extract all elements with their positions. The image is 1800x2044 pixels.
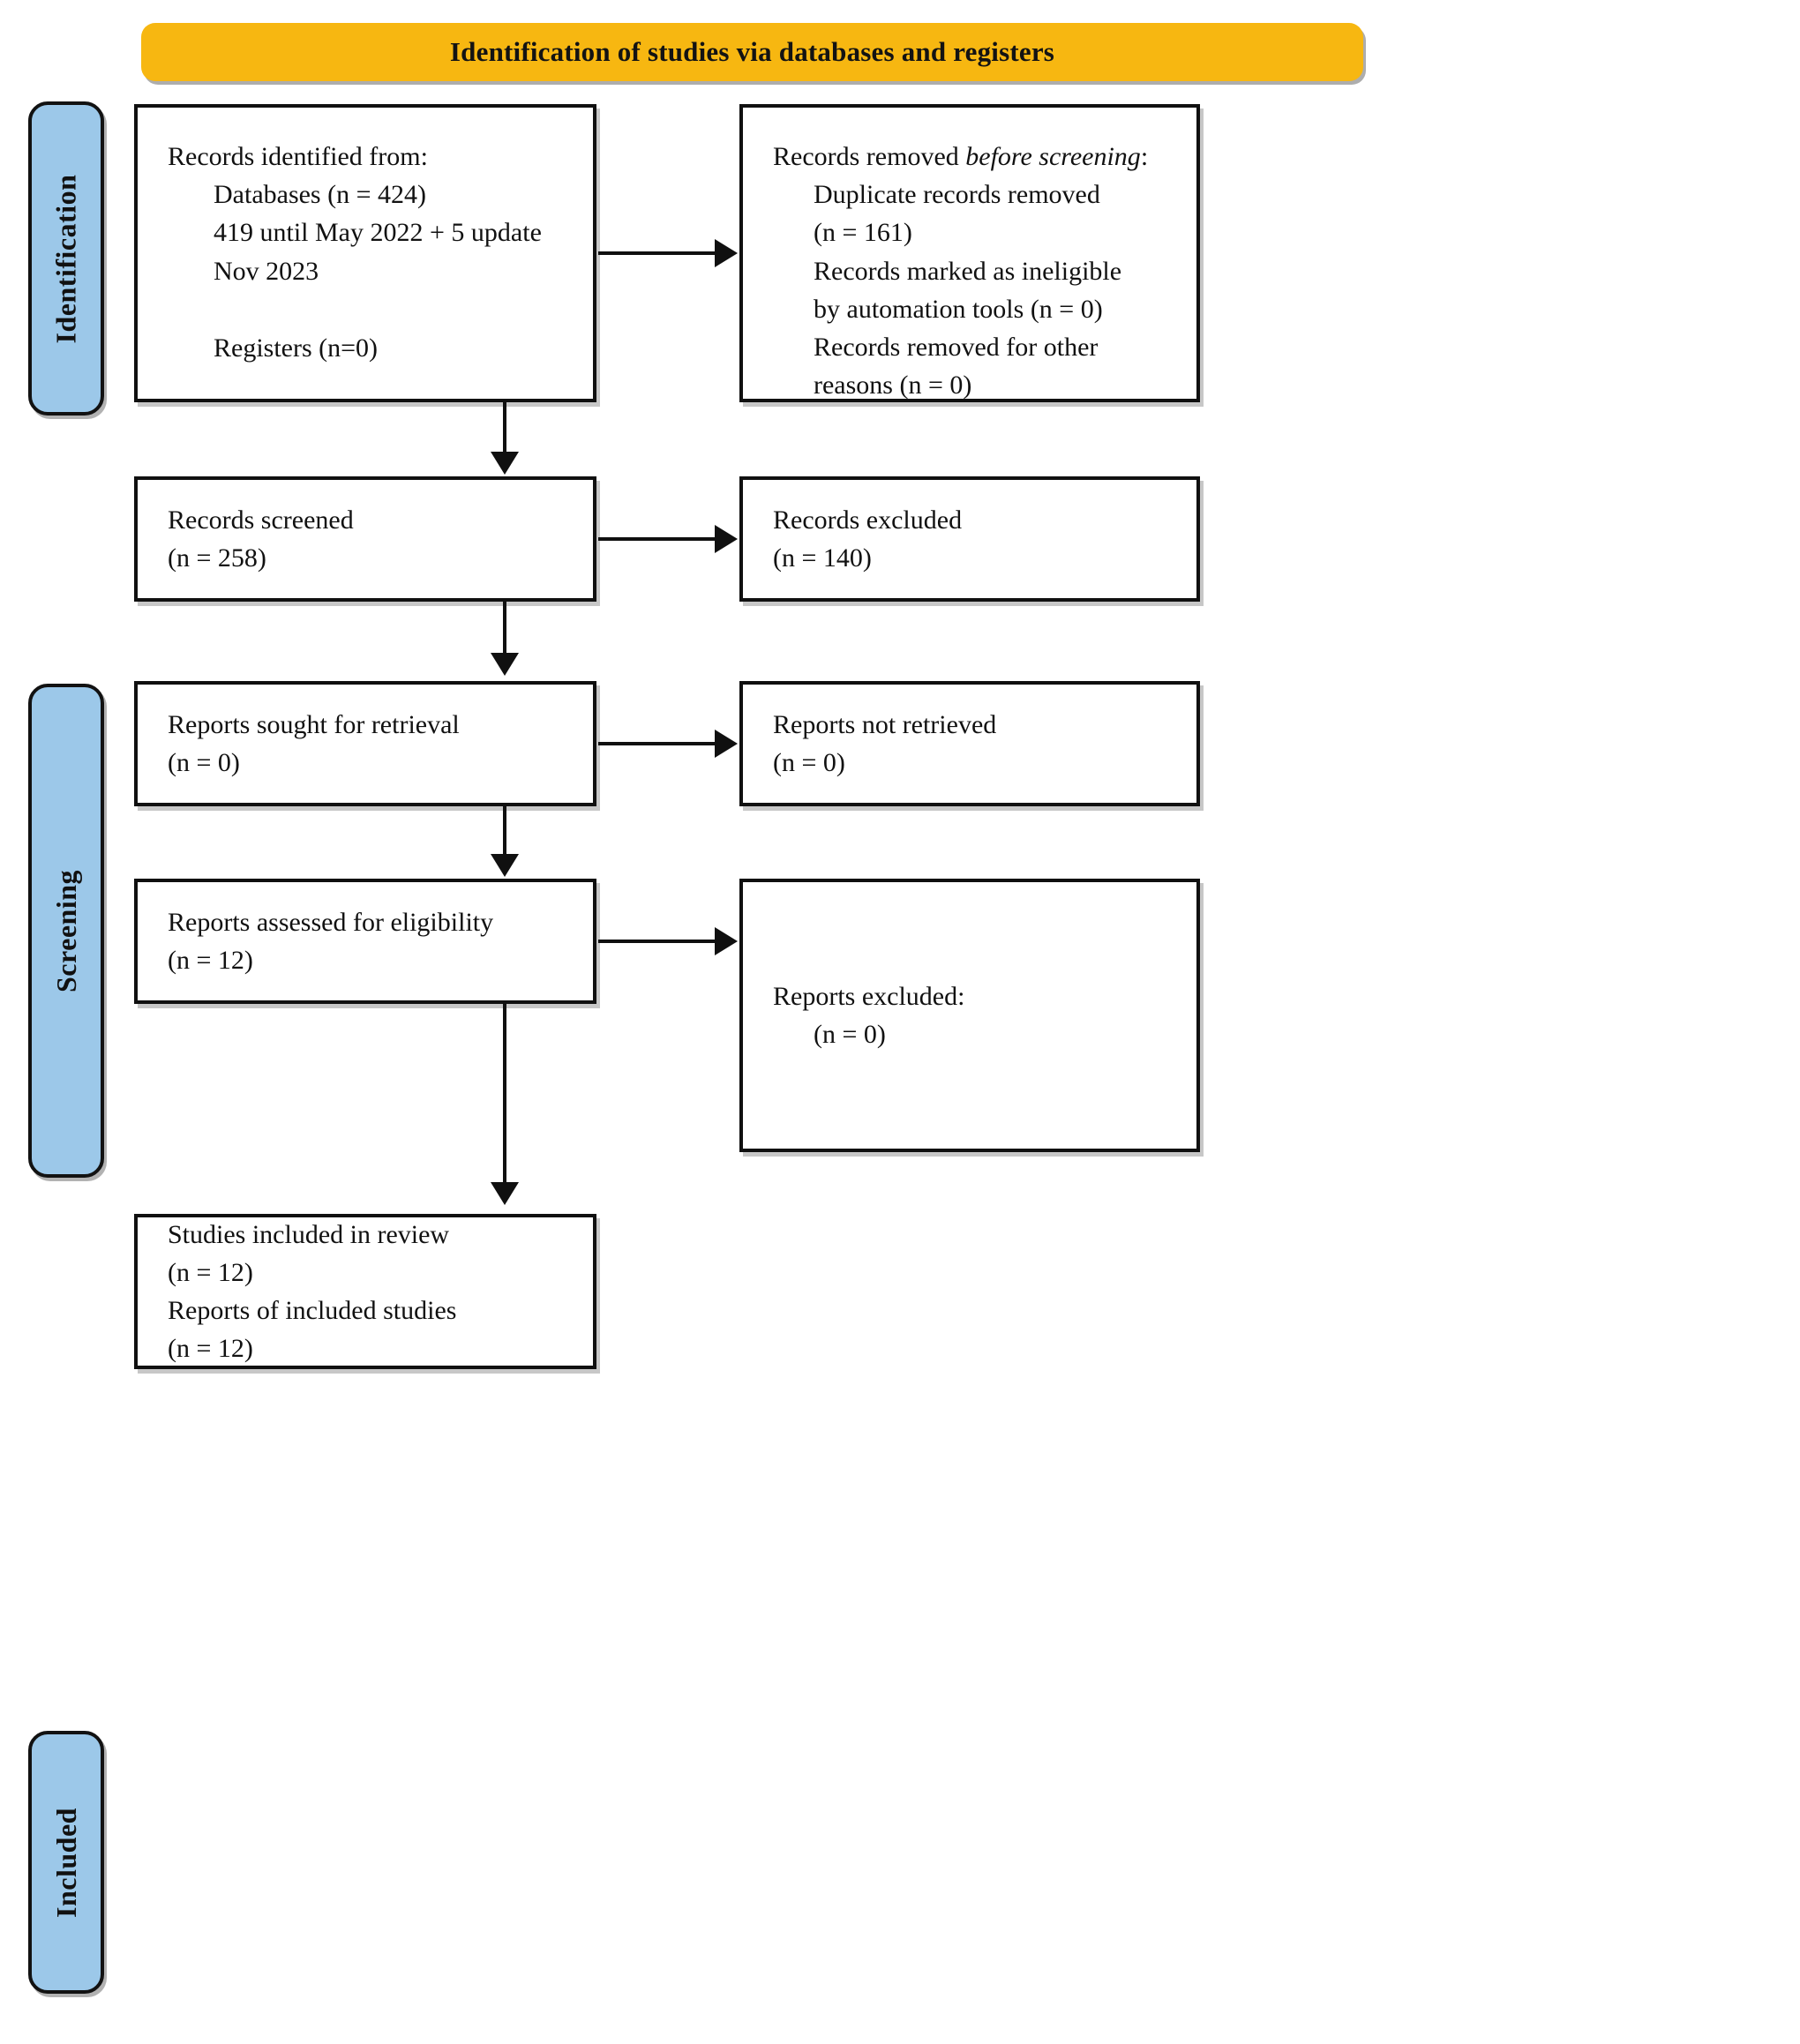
- stage-label-screening-text: Screening: [49, 869, 82, 992]
- arrow-line-assessed-to-reports-excluded: [598, 940, 715, 943]
- arrow-head-identified-to-screened: [491, 452, 519, 475]
- reports-of-included-studies-count: (n = 12): [168, 1334, 253, 1364]
- stage-label-included-text: Included: [49, 1807, 82, 1918]
- stage-label-identification-text: Identification: [49, 174, 82, 343]
- records-removed-heading: Records removed before screening:: [773, 142, 1149, 171]
- reports-not-retrieved-label: Reports not retrieved: [773, 709, 997, 739]
- arrow-head-assessed-to-reports-excluded: [715, 927, 738, 955]
- records-removed-other-label: Records removed for other: [814, 332, 1099, 362]
- box-reports-excluded: Reports excluded: (n = 0): [739, 879, 1200, 1152]
- reports-of-included-studies-label: Reports of included studies: [168, 1296, 457, 1325]
- duplicate-records-removed-count: (n = 161): [814, 218, 912, 248]
- arrow-head-sought-to-assessed: [491, 854, 519, 877]
- records-identified-breakdown: 419 until May 2022 + 5 update: [214, 218, 542, 248]
- studies-included-label: Studies included in review: [168, 1219, 450, 1249]
- box-records-removed-before-screening: Records removed before screening: Duplic…: [739, 104, 1200, 402]
- arrow-line-identified-to-screened: [503, 402, 506, 453]
- arrow-line-sought-to-assessed: [503, 806, 506, 856]
- arrow-head-screened-to-excluded: [715, 525, 738, 553]
- diagram-header-banner: Identification of studies via databases …: [141, 23, 1363, 81]
- arrow-line-screened-to-sought: [503, 602, 506, 653]
- spacer: [168, 290, 568, 329]
- records-ineligible-automation-count: by automation tools (n = 0): [814, 294, 1103, 324]
- records-identified-heading: Records identified from:: [168, 142, 428, 171]
- records-ineligible-automation-label: Records marked as ineligible: [814, 256, 1122, 286]
- stage-label-identification: Identification: [28, 101, 104, 416]
- reports-sought-label: Reports sought for retrieval: [168, 709, 460, 739]
- records-screened-label: Records screened: [168, 505, 354, 535]
- box-studies-included-in-review: Studies included in review (n = 12) Repo…: [134, 1214, 596, 1369]
- box-records-identified: Records identified from: Databases (n = …: [134, 104, 596, 402]
- records-identified-registers: Registers (n=0): [214, 333, 379, 363]
- diagram-title: Identification of studies via databases …: [449, 36, 1055, 67]
- records-identified-update-date: Nov 2023: [214, 256, 319, 286]
- arrow-head-identified-to-removed: [715, 239, 738, 267]
- arrow-line-identified-to-removed: [598, 251, 715, 255]
- reports-excluded-count: (n = 0): [814, 1020, 886, 1049]
- arrow-head-screened-to-sought: [491, 653, 519, 676]
- arrow-line-assessed-to-included: [503, 1004, 506, 1184]
- box-reports-sought-for-retrieval: Reports sought for retrieval (n = 0): [134, 681, 596, 806]
- box-reports-not-retrieved: Reports not retrieved (n = 0): [739, 681, 1200, 806]
- box-records-excluded: Records excluded (n = 140): [739, 476, 1200, 602]
- duplicate-records-removed-label: Duplicate records removed: [814, 180, 1100, 210]
- reports-not-retrieved-count: (n = 0): [773, 748, 845, 777]
- stage-label-included: Included: [28, 1731, 104, 1994]
- stage-label-screening: Screening: [28, 684, 104, 1178]
- box-reports-assessed-for-eligibility: Reports assessed for eligibility (n = 12…: [134, 879, 596, 1004]
- records-removed-other-count: reasons (n = 0): [814, 371, 972, 401]
- studies-included-count: (n = 12): [168, 1257, 253, 1287]
- reports-assessed-label: Reports assessed for eligibility: [168, 907, 494, 937]
- arrow-line-screened-to-excluded: [598, 537, 715, 541]
- records-excluded-label: Records excluded: [773, 505, 963, 535]
- arrow-head-sought-to-notretrieved: [715, 730, 738, 758]
- records-identified-databases: Databases (n = 424): [214, 180, 427, 210]
- arrow-head-assessed-to-included: [491, 1182, 519, 1205]
- arrow-line-sought-to-notretrieved: [598, 742, 715, 745]
- reports-excluded-label: Reports excluded:: [773, 981, 965, 1011]
- box-records-screened: Records screened (n = 258): [134, 476, 596, 602]
- reports-assessed-count: (n = 12): [168, 946, 253, 975]
- records-excluded-count: (n = 140): [773, 543, 872, 573]
- reports-sought-count: (n = 0): [168, 748, 240, 777]
- records-screened-count: (n = 258): [168, 543, 266, 573]
